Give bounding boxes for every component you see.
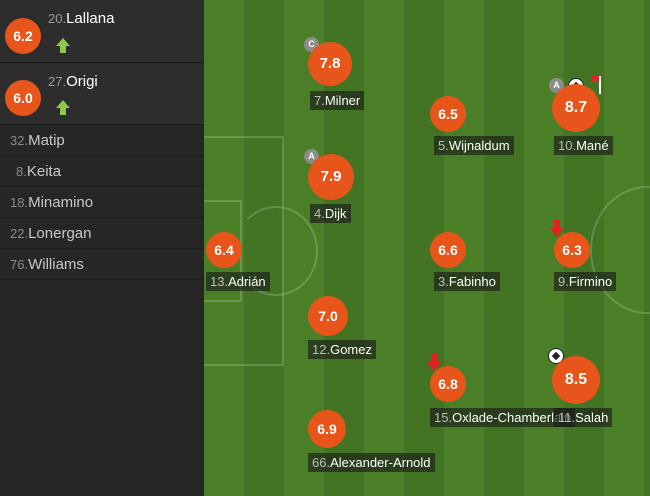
center-circle-line	[590, 186, 650, 314]
player-number: 18.	[10, 195, 29, 210]
player-name: Minamino	[28, 194, 94, 211]
rating-badge: 8.5	[552, 356, 600, 404]
corner-flag-icon	[592, 76, 604, 94]
player-number: 22.	[10, 226, 29, 241]
rating-badge: 6.3	[554, 232, 590, 268]
bench-row-keita[interactable]: 8.Keita	[0, 156, 204, 187]
player-name: Origi	[66, 73, 98, 90]
rating-badge: 6.5	[430, 96, 466, 132]
player-number: 76.	[10, 257, 29, 272]
player-label: 10.Mané	[554, 136, 613, 155]
rating-badge: 6.9	[308, 410, 346, 448]
subbed-off-arrow-icon	[427, 354, 441, 372]
pitch: C 7.8 7.Milner A 7.9 4.Dijk 6.5 5.Wijnal…	[204, 0, 650, 496]
subbed-on-arrow-icon	[56, 38, 70, 53]
player-label: 5.Wijnaldum	[434, 136, 514, 155]
rating-badge: 8.7	[552, 84, 600, 132]
substitutes-panel: 6.2 20.Lallana 6.0 27.Origi 32.Matip 8.K…	[0, 0, 204, 496]
substitute-row-origi[interactable]: 6.0 27.Origi	[0, 63, 204, 125]
rating-badge: 6.0	[5, 80, 41, 116]
player-name: Keita	[26, 163, 62, 180]
bench-row-williams[interactable]: 76.Williams	[0, 249, 204, 280]
player-label: 9.Firmino	[554, 272, 617, 291]
player-number: 27.	[48, 74, 67, 89]
player-name: Lallana	[66, 10, 115, 27]
goal-ball-icon	[548, 348, 564, 364]
player-name: Matip	[28, 132, 65, 149]
player-label: 7.Milner	[310, 91, 365, 110]
player-label: 66.Alexander-Arnold	[308, 453, 435, 472]
player-name: Williams	[28, 256, 84, 273]
rating-badge: 6.8	[430, 366, 466, 402]
player-label: 15.Oxlade-Chamberlain	[430, 408, 576, 427]
player-name: Lonergan	[28, 225, 92, 242]
bench-row-lonergan[interactable]: 22.Lonergan	[0, 218, 204, 249]
rating-badge: 6.6	[430, 232, 466, 268]
player-number: 20.	[48, 11, 67, 26]
bench-row-matip[interactable]: 32.Matip	[0, 125, 204, 156]
subbed-on-arrow-icon	[56, 100, 70, 115]
player-label: 11.Salah	[554, 408, 613, 427]
penalty-arc-line	[234, 206, 318, 296]
player-label: 13.Adrián	[206, 272, 270, 291]
bench-row-minamino[interactable]: 18.Minamino	[0, 187, 204, 218]
player-label: 12.Gomez	[308, 340, 376, 359]
player-number: 32.	[10, 133, 29, 148]
player-number: 8.	[16, 164, 27, 179]
rating-badge: 6.4	[206, 232, 242, 268]
subbed-off-arrow-icon	[550, 220, 564, 238]
rating-badge: 7.8	[308, 42, 352, 86]
rating-badge: 6.2	[5, 18, 41, 54]
player-label: 3.Fabinho	[434, 272, 500, 291]
rating-badge: 7.0	[308, 296, 348, 336]
rating-badge: 7.9	[308, 154, 354, 200]
substitute-row-lallana[interactable]: 6.2 20.Lallana	[0, 0, 204, 63]
player-label: 4.Dijk	[310, 204, 351, 223]
